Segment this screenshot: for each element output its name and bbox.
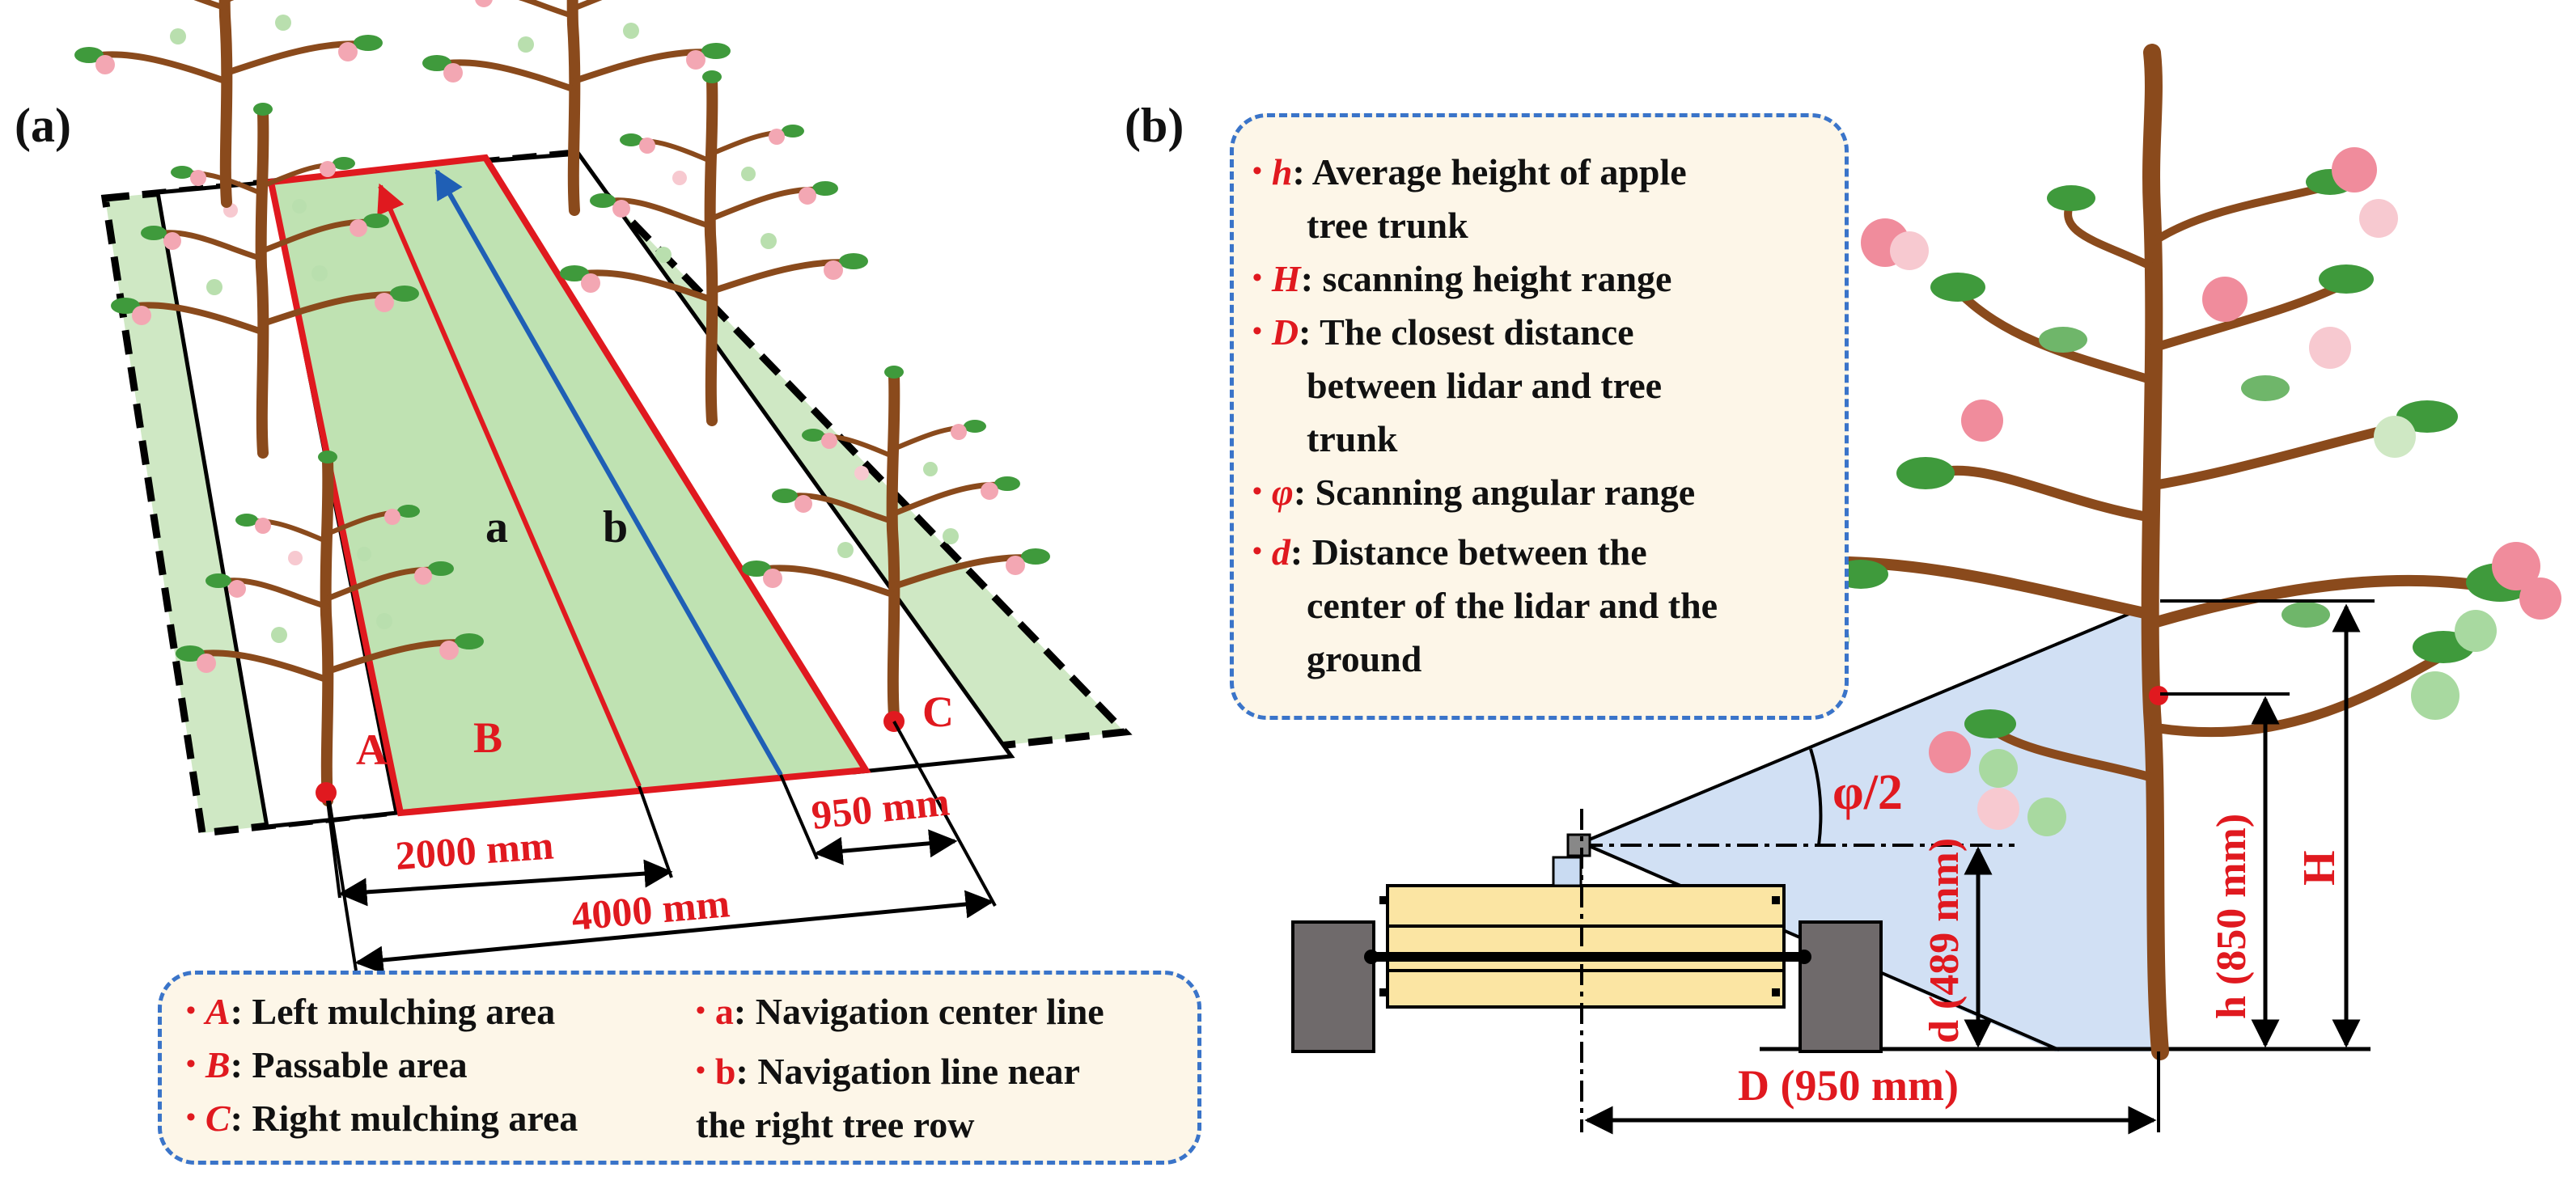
legend-text: : Average height of apple: [1292, 151, 1687, 192]
navigation-center-line: [377, 183, 642, 788]
panel-b-tag: (b): [1125, 99, 1184, 152]
legend-text-continuation: the right tree row: [696, 1104, 975, 1145]
legend-symbol: D: [1271, 311, 1299, 353]
legend-text: : scanning height range: [1300, 258, 1672, 299]
legend-text: : Right mulching area: [230, 1098, 578, 1139]
legend-text-continuation: between lidar and tree: [1307, 365, 1663, 406]
legend-item-b-passable: •B: Passable area: [186, 1044, 468, 1085]
D-dimension-label: D (950 mm): [1738, 1061, 1959, 1110]
legend-symbol: H: [1271, 258, 1301, 299]
legend-symbol: C: [205, 1098, 231, 1139]
phi-arc: [1809, 748, 1823, 846]
legend-text: : Navigation center line: [733, 991, 1104, 1032]
legend-text: : Distance between the: [1290, 531, 1647, 573]
extension-line: [638, 785, 673, 878]
legend-item-d: •d: Distance between the: [1252, 531, 1647, 573]
legend-item-a-nav-center: •a: Navigation center line: [696, 991, 1104, 1032]
panel-a-legend: [158, 971, 1201, 1165]
legend-item-H: •H: scanning height range: [1252, 258, 1672, 299]
extension-line: [328, 800, 358, 971]
legend-item-c-right: •C: Right mulching area: [186, 1098, 578, 1139]
legend-text-continuation: center of the lidar and the: [1307, 585, 1718, 626]
line-letter-b: b: [603, 502, 628, 552]
legend-text-continuation: tree trunk: [1307, 205, 1468, 246]
panel-a-tag: (a): [15, 99, 71, 152]
passable-area: [267, 154, 871, 817]
lidar-scan-region: [1582, 603, 2156, 1051]
area-letter-a: A: [356, 726, 388, 774]
navigation-line-near-right-row: [434, 168, 783, 776]
legend-symbol: h: [1271, 151, 1293, 192]
legend-text-continuation: trunk: [1307, 418, 1398, 459]
legend-symbol: φ: [1271, 472, 1294, 513]
H-dimension-label: H: [2294, 850, 2345, 886]
legend-symbol: d: [1271, 531, 1290, 573]
area-letter-b: B: [473, 713, 502, 762]
extension-line: [892, 721, 997, 907]
legend-symbol: b: [714, 1051, 736, 1092]
legend-text-continuation: ground: [1307, 638, 1422, 679]
phi-half-label: φ/2: [1832, 765, 1903, 820]
vehicle-icon: [1291, 833, 1883, 1053]
legend-item-h: •h: Average height of apple: [1252, 151, 1687, 192]
dimension-950-arrow: [814, 829, 958, 865]
legend-text: : Navigation line near: [735, 1051, 1080, 1092]
left-row-marker: [316, 782, 337, 803]
legend-symbol: A: [205, 991, 231, 1032]
apple-tree-icon: [1780, 44, 2561, 1060]
legend-text: : Scanning angular range: [1293, 472, 1696, 513]
panel-a: A B C a b 2000 mm 4000 mm 950 mm (a): [15, 0, 1133, 975]
legend-text: : Left mulching area: [230, 991, 556, 1032]
legend-item-b-nav-right: •b: Navigation line near: [696, 1051, 1080, 1092]
legend-text: : The closest distance: [1299, 311, 1634, 353]
legend-symbol: a: [714, 991, 734, 1032]
d-dimension-label: d (489 mm): [1921, 838, 1968, 1043]
area-letter-c: C: [922, 687, 954, 736]
scan-boundary-upper: [1581, 601, 2157, 844]
legend-item-phi: •φ: Scanning angular range: [1252, 472, 1696, 513]
legend-item-D: •D: The closest distance: [1252, 311, 1634, 353]
h-dimension-label: h (850 mm): [2209, 814, 2255, 1019]
dimension-4000-arrow: [354, 890, 994, 975]
dimension-950-label: 950 mm: [809, 778, 951, 838]
dimension-2000-arrow: [338, 859, 673, 907]
extension-line: [326, 800, 341, 899]
legend-item-a-left: •A: Left mulching area: [186, 991, 556, 1032]
line-letter-a: a: [485, 502, 508, 552]
legend-symbol: B: [205, 1044, 231, 1085]
dimension-2000-label: 2000 mm: [394, 822, 555, 878]
panel-b: (b) φ/2: [1125, 44, 2561, 1135]
legend-text: : Passable area: [230, 1044, 468, 1085]
panel-b-legend: [1230, 113, 1849, 720]
trunk-height-marker: [2149, 686, 2168, 705]
extension-line: [779, 774, 819, 860]
